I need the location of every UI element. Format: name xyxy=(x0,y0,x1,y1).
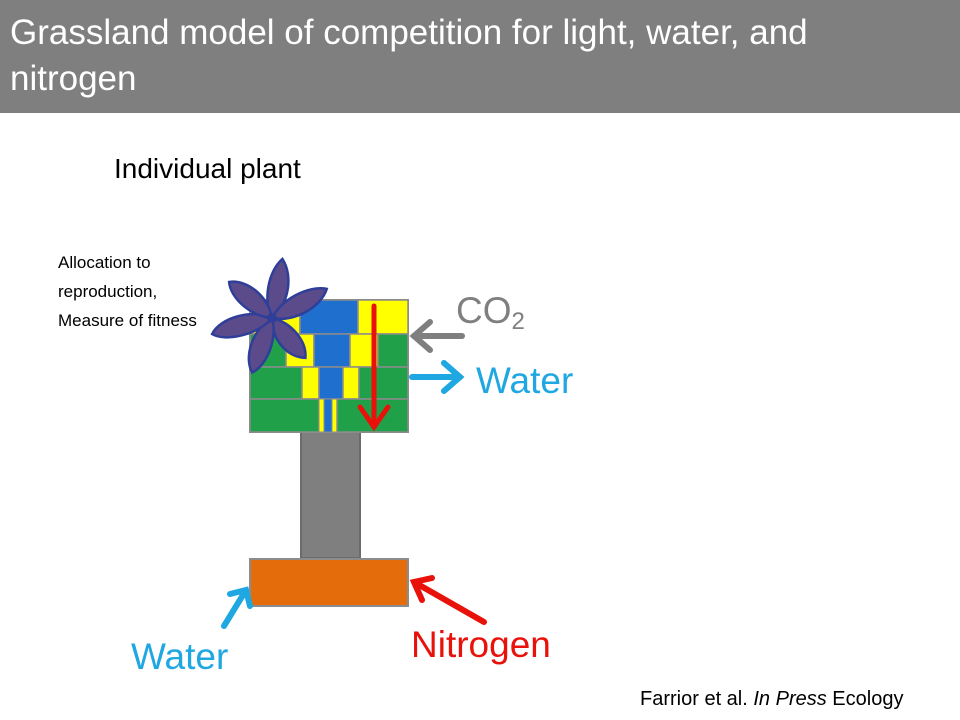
co2-label: CO2 xyxy=(456,290,525,336)
water-canopy-arrow xyxy=(409,360,465,394)
canopy-cell xyxy=(249,366,303,400)
canopy-cell xyxy=(377,333,409,368)
co2-arrow xyxy=(409,319,465,353)
co2-label-subscript: 2 xyxy=(511,308,525,335)
canopy-cell xyxy=(313,333,351,368)
roots xyxy=(249,558,409,607)
diagram-subtitle: Individual plant xyxy=(114,153,301,184)
canopy-cell xyxy=(323,398,333,433)
nitrogen-label: Nitrogen xyxy=(411,624,551,665)
canopy-cell xyxy=(357,299,409,335)
allocation-note: Allocation to reproduction, Measure of f… xyxy=(58,253,197,330)
canopy-cell xyxy=(318,366,344,400)
co2-label-main: CO xyxy=(456,290,512,331)
citation-journal: Ecology xyxy=(832,688,904,710)
flower-icon xyxy=(210,257,329,375)
water-roots-label: Water xyxy=(131,636,229,677)
water-canopy-label: Water xyxy=(476,360,574,401)
canopy-cell xyxy=(301,366,320,400)
citation-status: In Press xyxy=(753,688,827,710)
water-roots-arrow xyxy=(221,586,253,629)
title-bar: Grassland model of competition for light… xyxy=(0,0,960,113)
nitrogen-arrow xyxy=(409,575,487,625)
stem xyxy=(300,431,361,559)
citation-authors: Farrior et al. xyxy=(640,688,748,710)
slide-title: Grassland model of competition for light… xyxy=(10,13,808,98)
citation: Farrior et al. In Press Ecology xyxy=(640,688,903,711)
canopy-cell xyxy=(249,398,320,433)
canopy-cell xyxy=(342,366,360,400)
internal-allocation-arrow xyxy=(357,303,391,432)
canopy-cell xyxy=(358,366,409,400)
canopy-cell xyxy=(318,398,325,433)
